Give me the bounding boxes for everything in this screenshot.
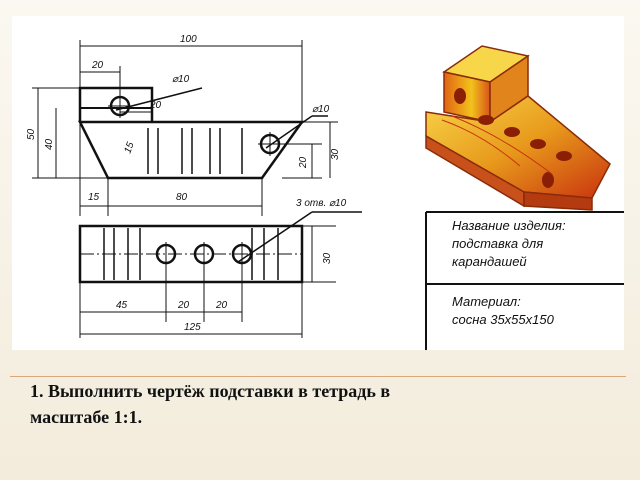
dim-plan-45: 45 — [116, 300, 128, 311]
dim-height-total: 50 — [26, 128, 37, 140]
dim-hole-offset: 20 — [149, 100, 162, 111]
separator-line — [10, 376, 626, 377]
title-name-value-line2: карандашей — [452, 254, 527, 269]
dim-right-height-20: 20 — [298, 156, 309, 169]
isometric-wood-illustration — [425, 45, 611, 211]
title-material-value: сосна 35х55х150 — [452, 312, 555, 327]
dim-hole-diameter-top: ⌀10 — [172, 74, 190, 85]
caption-line-2: масштабе 1:1. — [30, 407, 143, 427]
title-material-label: Материал: — [452, 294, 521, 309]
dim-height-inner: 40 — [44, 138, 55, 150]
dim-hole-diameter-right: ⌀10 — [312, 104, 330, 115]
title-name-value-line1: подставка для — [452, 236, 543, 251]
drawing-svg: 100 20 ⌀10 20 ⌀10 50 40 15 20 30 15 80 — [26, 34, 624, 350]
dim-plan-20a: 20 — [177, 300, 190, 311]
title-block — [425, 211, 624, 350]
dim-depth-15: 15 — [122, 140, 136, 155]
dim-top-offset: 20 — [91, 60, 104, 71]
front-view — [32, 40, 338, 216]
dim-plan-total-125: 125 — [184, 322, 201, 333]
task-caption: 1. Выполнить чертёж подставки в тетрадь … — [30, 378, 590, 430]
dim-overall-length: 100 — [180, 34, 197, 45]
caption-line-1: 1. Выполнить чертёж подставки в тетрадь … — [30, 381, 391, 401]
dim-holes-note: 3 отв. ⌀10 — [296, 198, 347, 209]
title-name-label: Название изделия: — [452, 218, 566, 233]
dim-right-height-30: 30 — [330, 148, 341, 160]
plan-view — [78, 211, 362, 338]
dim-base-80: 80 — [176, 192, 188, 203]
dim-plan-20b: 20 — [215, 300, 228, 311]
dim-base-15: 15 — [88, 192, 100, 203]
technical-drawing-panel: 100 20 ⌀10 20 ⌀10 50 40 15 20 30 15 80 — [12, 16, 624, 350]
dim-plan-width-30: 30 — [322, 252, 333, 264]
